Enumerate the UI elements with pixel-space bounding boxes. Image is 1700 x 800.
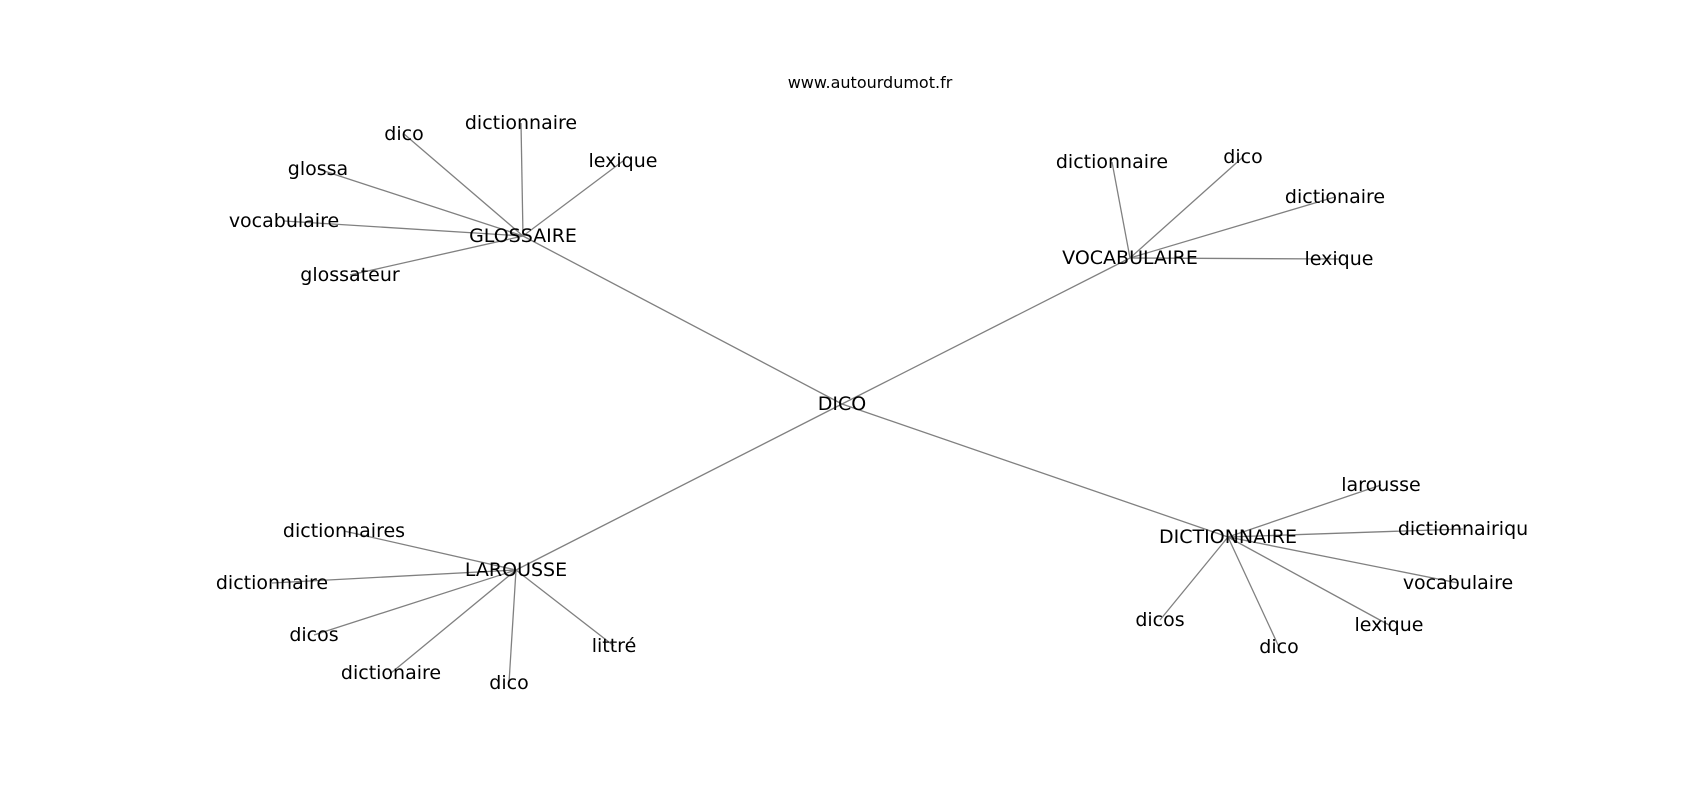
hub-node-label: GLOSSAIRE [469,225,577,247]
edge-hub-to-leaf [1227,536,1459,584]
graph-labels: DICO GLOSSAIRE dico dictionnaire lexique glos… [216,112,1528,694]
center-node-label: DICO [818,393,866,415]
leaf-node-label: lexique [1355,614,1424,636]
leaf-node-label: lexique [1305,248,1374,270]
leaf-node-label: vocabulaire [1403,572,1513,594]
leaf-node-label: dictionaire [1285,186,1385,208]
edge-hub-to-leaf [1227,484,1382,538]
edge-center-to-hub [522,235,843,405]
edge-hub-to-leaf [1227,536,1280,648]
edge-hub-to-leaf [1159,536,1229,621]
leaf-node-label: lexique [589,150,658,172]
edge-hub-to-leaf [1129,196,1336,259]
leaf-node-label: dico [1259,636,1298,658]
hub-node-label: LAROUSSE [465,559,567,581]
edge-hub-to-leaf [343,530,517,571]
edge-hub-to-leaf [1111,161,1131,259]
leaf-node-label: dico [489,672,528,694]
edge-hub-to-leaf [283,220,524,237]
leaf-node-label: dicos [289,624,338,646]
edge-hub-to-leaf [271,569,517,584]
edge-hub-to-leaf [1129,257,1340,260]
hub-node-label: DICTIONNAIRE [1159,526,1297,548]
leaf-node-label: glossa [288,158,348,180]
edge-hub-to-leaf [313,569,517,636]
hub-node-label: VOCABULAIRE [1062,247,1198,269]
edge-hub-to-leaf [1129,156,1244,259]
leaf-node-label: dicos [1135,609,1184,631]
leaf-node-label: glossateur [300,264,400,286]
source-url: www.autourdumot.fr [788,73,953,92]
leaf-node-label: dico [1223,146,1262,168]
leaf-node-label: vocabulaire [229,210,339,232]
leaf-node-label: dico [384,123,423,145]
edge-hub-to-leaf [515,569,615,647]
edge-hub-to-leaf [1227,536,1390,626]
edge-hub-to-leaf [508,569,517,684]
edge-hub-to-leaf [349,235,524,276]
edge-hub-to-leaf [403,133,524,237]
leaf-node-label: larousse [1341,474,1420,496]
leaf-node-label: dictionnaire [1056,151,1168,173]
leaf-node-label: dictionaire [341,662,441,684]
edge-hub-to-leaf [520,122,524,237]
leaf-node-label: littré [592,635,637,657]
graph-edges [271,122,1464,684]
leaf-node-label: dictionnaires [283,520,405,542]
edge-hub-to-leaf [522,160,624,237]
edge-center-to-hub [841,257,1131,405]
leaf-node-label: dictionnairiqu [1398,518,1528,540]
edge-hub-to-leaf [390,569,517,674]
leaf-node-label: dictionnaire [465,112,577,134]
edge-hub-to-leaf [1227,528,1464,538]
leaf-node-label: dictionnaire [216,572,328,594]
edge-center-to-hub [841,403,1229,538]
edge-hub-to-leaf [317,168,524,237]
edge-center-to-hub [515,403,843,571]
